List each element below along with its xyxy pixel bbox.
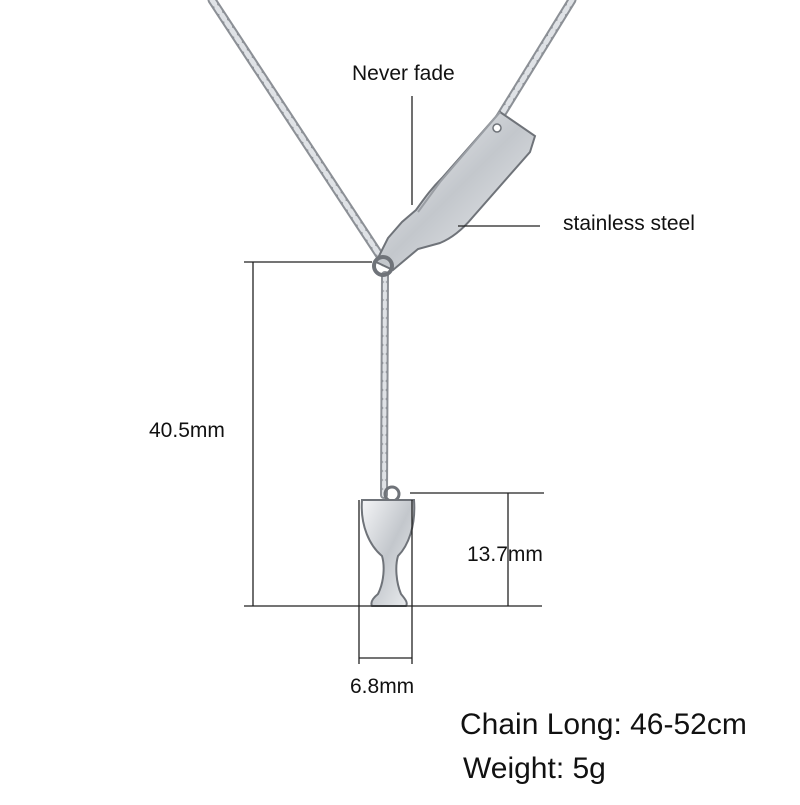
- glass-width-label: 6.8mm: [350, 675, 415, 698]
- total-length-label: 40.5mm: [149, 419, 225, 442]
- chain-length-spec: Chain Long: 46-52cm: [460, 708, 747, 741]
- chain: [207, 0, 577, 499]
- never-fade-label: Never fade: [352, 62, 455, 85]
- bottle-pendant: [372, 110, 537, 277]
- stainless-steel-label: stainless steel: [563, 212, 695, 235]
- glass-height-label: 13.7mm: [467, 543, 543, 566]
- wine-glass-pendant: [360, 485, 416, 607]
- weight-spec: Weight: 5g: [463, 752, 606, 785]
- dimension-lines: [244, 96, 544, 664]
